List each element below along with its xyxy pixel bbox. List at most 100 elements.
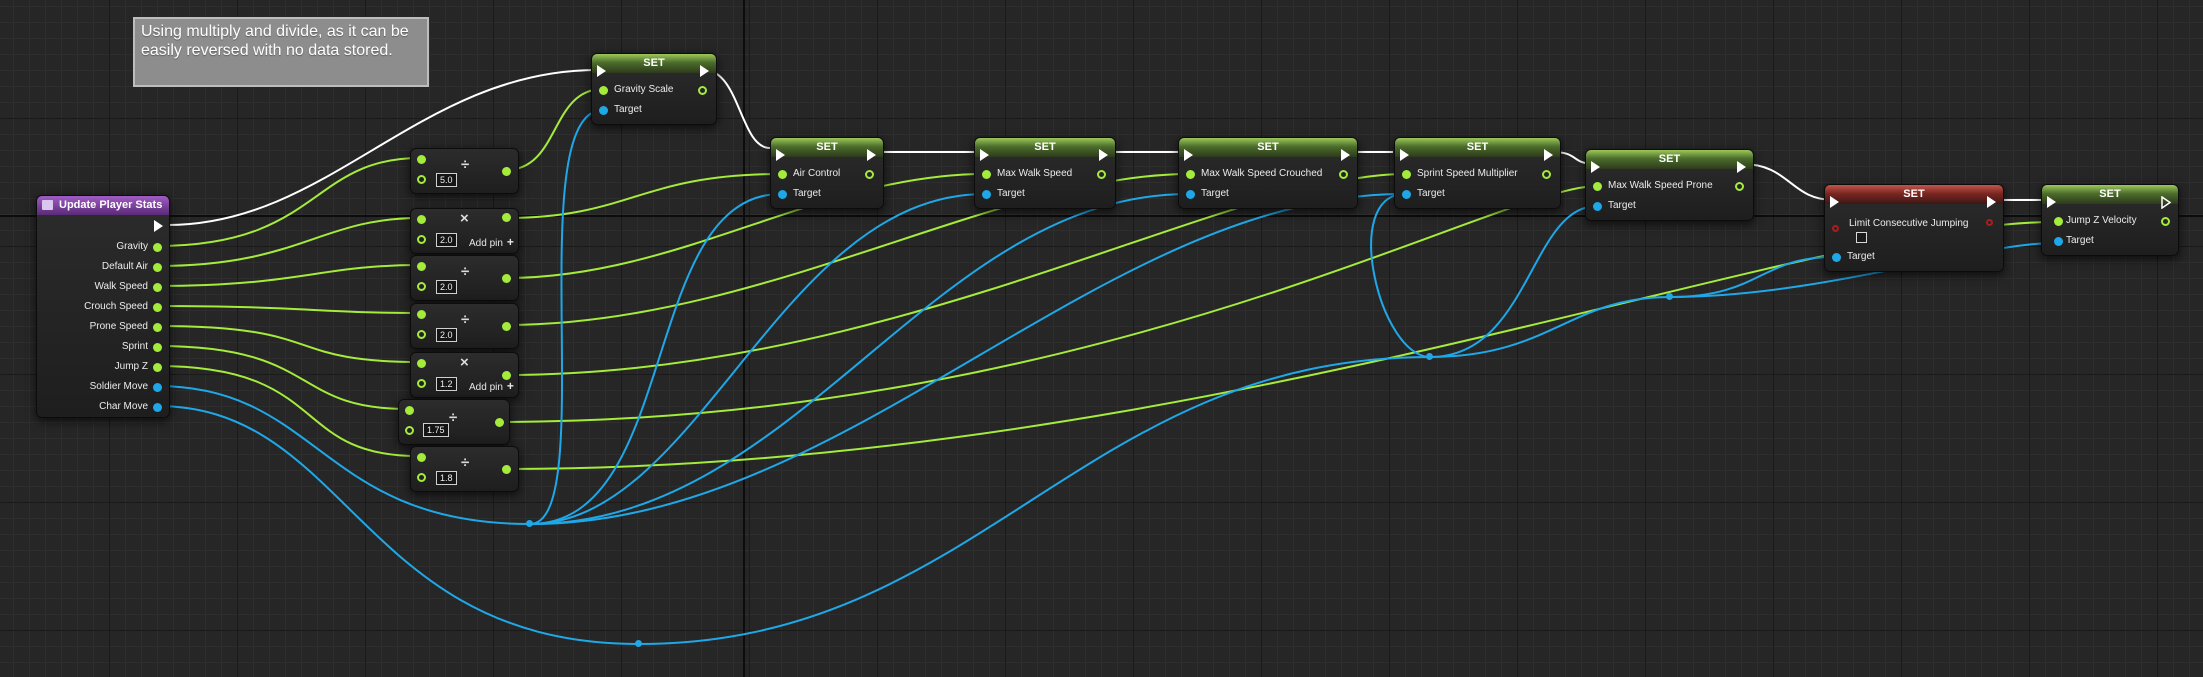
exec-out-pin[interactable]	[1987, 196, 1996, 208]
float-out-pin[interactable]	[153, 283, 162, 292]
float-out-pin[interactable]	[502, 213, 511, 222]
float-out-pin[interactable]	[2161, 217, 2170, 226]
float-in-pin[interactable]	[417, 282, 426, 291]
exec-out-pin[interactable]	[1737, 161, 1746, 173]
float-in-pin[interactable]	[778, 170, 787, 179]
value-field[interactable]: 2.0	[436, 233, 457, 247]
set-node-max-walk-speed[interactable]: SET Max Walk Speed Target	[974, 137, 1116, 209]
float-in-pin[interactable]	[417, 379, 426, 388]
float-in-pin[interactable]	[417, 330, 426, 339]
set-node-max-walk-speed-crouched[interactable]: SET Max Walk Speed Crouched Target	[1178, 137, 1358, 209]
add-pin-button[interactable]: Add pin+	[469, 379, 514, 393]
exec-out-pin[interactable]	[1341, 149, 1350, 161]
float-out-pin[interactable]	[153, 323, 162, 332]
float-in-pin[interactable]	[405, 426, 414, 435]
set-node-gravity-scale[interactable]: SET Gravity Scale Target	[591, 53, 717, 125]
value-field[interactable]: 2.0	[436, 280, 457, 294]
divide-node[interactable]: 1.75 ÷	[398, 399, 510, 445]
exec-in-pin[interactable]	[597, 65, 606, 77]
float-out-pin[interactable]	[1542, 170, 1551, 179]
float-in-pin[interactable]	[405, 406, 414, 415]
function-entry-node[interactable]: Update Player Stats Gravity Default Air …	[36, 195, 170, 418]
value-checkbox[interactable]	[1856, 232, 1867, 243]
target-in-pin[interactable]	[778, 190, 787, 199]
exec-in-pin[interactable]	[1400, 149, 1409, 161]
float-in-pin[interactable]	[1186, 170, 1195, 179]
float-in-pin[interactable]	[417, 453, 426, 462]
float-out-pin[interactable]	[502, 167, 511, 176]
divide-node[interactable]: 5.0 ÷	[410, 148, 519, 194]
reroute-node[interactable]	[526, 520, 533, 527]
float-out-pin[interactable]	[153, 363, 162, 372]
float-in-pin[interactable]	[982, 170, 991, 179]
float-in-pin[interactable]	[417, 155, 426, 164]
float-out-pin[interactable]	[153, 263, 162, 272]
target-in-pin[interactable]	[1832, 253, 1841, 262]
divide-node[interactable]: 2.0 ÷	[410, 255, 519, 301]
object-out-pin[interactable]	[153, 383, 162, 392]
float-in-pin[interactable]	[2054, 217, 2063, 226]
exec-out-pin[interactable]	[1099, 149, 1108, 161]
set-node-limit-consecutive-jumping[interactable]: SET Limit Consecutive Jumping Target	[1824, 184, 2004, 272]
float-in-pin[interactable]	[599, 86, 608, 95]
exec-out-pin[interactable]	[700, 65, 709, 77]
exec-out-pin[interactable]	[1544, 149, 1553, 161]
float-out-pin[interactable]	[153, 303, 162, 312]
exec-out-pin[interactable]	[867, 149, 876, 161]
object-out-pin[interactable]	[153, 403, 162, 412]
float-out-pin[interactable]	[153, 243, 162, 252]
bool-out-pin[interactable]	[1986, 219, 1993, 226]
set-node-air-control[interactable]: SET Air Control Target	[770, 137, 884, 209]
value-field[interactable]: 1.75	[423, 423, 449, 437]
float-in-pin[interactable]	[417, 359, 426, 368]
set-node-sprint-speed-multiplier[interactable]: SET Sprint Speed Multiplier Target	[1394, 137, 1561, 209]
set-node-max-walk-speed-prone[interactable]: SET Max Walk Speed Prone Target	[1585, 149, 1754, 221]
reroute-node[interactable]	[635, 640, 642, 647]
float-out-pin[interactable]	[1735, 182, 1744, 191]
exec-in-pin[interactable]	[980, 149, 989, 161]
multiply-node[interactable]: 1.2 × Add pin+	[410, 352, 519, 398]
exec-in-pin[interactable]	[2047, 196, 2056, 208]
float-out-pin[interactable]	[698, 86, 707, 95]
float-out-pin[interactable]	[502, 322, 511, 331]
float-in-pin[interactable]	[417, 175, 426, 184]
float-in-pin[interactable]	[417, 473, 426, 482]
target-in-pin[interactable]	[2054, 237, 2063, 246]
exec-in-pin[interactable]	[1591, 161, 1600, 173]
exec-in-pin[interactable]	[1184, 149, 1193, 161]
set-node-jump-z-velocity[interactable]: SET Jump Z Velocity Target	[2041, 184, 2179, 256]
target-in-pin[interactable]	[982, 190, 991, 199]
float-out-pin[interactable]	[502, 274, 511, 283]
divide-node[interactable]: 1.8 ÷	[410, 446, 519, 492]
float-in-pin[interactable]	[417, 310, 426, 319]
reroute-node[interactable]	[1666, 293, 1673, 300]
float-out-pin[interactable]	[502, 371, 511, 380]
target-in-pin[interactable]	[1593, 202, 1602, 211]
float-out-pin[interactable]	[1097, 170, 1106, 179]
divide-node[interactable]: 2.0 ÷	[410, 303, 519, 349]
float-in-pin[interactable]	[417, 215, 426, 224]
float-in-pin[interactable]	[1402, 170, 1411, 179]
reroute-node[interactable]	[1426, 353, 1433, 360]
exec-in-pin[interactable]	[776, 149, 785, 161]
float-out-pin[interactable]	[495, 418, 504, 427]
float-out-pin[interactable]	[1339, 170, 1348, 179]
target-in-pin[interactable]	[1186, 190, 1195, 199]
float-out-pin[interactable]	[865, 170, 874, 179]
comment-box[interactable]: Using multiply and divide, as it can be …	[133, 17, 429, 87]
exec-out-pin[interactable]	[154, 220, 163, 232]
target-in-pin[interactable]	[1402, 190, 1411, 199]
float-in-pin[interactable]	[417, 235, 426, 244]
value-field[interactable]: 2.0	[436, 328, 457, 342]
target-in-pin[interactable]	[599, 106, 608, 115]
value-field[interactable]: 5.0	[436, 173, 457, 187]
value-field[interactable]: 1.8	[436, 471, 457, 485]
bool-in-pin[interactable]	[1832, 225, 1839, 232]
multiply-node[interactable]: 2.0 × Add pin+	[410, 208, 519, 254]
add-pin-button[interactable]: Add pin+	[469, 235, 514, 249]
float-out-pin[interactable]	[153, 343, 162, 352]
float-in-pin[interactable]	[417, 262, 426, 271]
exec-in-pin[interactable]	[1830, 196, 1839, 208]
value-field[interactable]: 1.2	[436, 377, 457, 391]
float-in-pin[interactable]	[1593, 182, 1602, 191]
